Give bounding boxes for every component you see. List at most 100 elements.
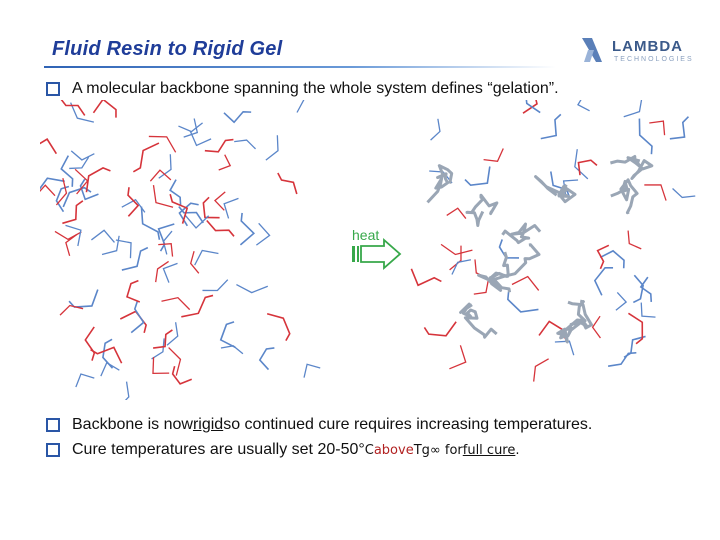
hardener-molecule (148, 135, 177, 153)
hardener-molecule (296, 100, 305, 113)
resin-monomer (627, 312, 644, 345)
resin-monomer (410, 268, 442, 287)
polymer-backbone-chain (610, 155, 654, 180)
resin-monomer (181, 294, 214, 318)
resin-monomer (204, 138, 234, 153)
hardener-molecule (223, 197, 239, 219)
resin-monomer (638, 118, 653, 155)
hardener-molecule (161, 296, 191, 311)
hardener-molecule (168, 347, 182, 376)
bullet-gelation: A molecular backbone spanning the whole … (46, 80, 559, 98)
polymer-backbone-chain (566, 300, 593, 338)
resin-monomer (84, 326, 96, 361)
polymer-backbone-chain (501, 222, 542, 245)
resin-monomer (577, 159, 598, 176)
resin-monomer (277, 172, 298, 195)
bullet-rigid: Backbone is now rigid so continued cure … (46, 416, 592, 434)
monomer-field-left (40, 100, 321, 400)
polymer-backbone-chain (459, 302, 498, 339)
resin-monomer (607, 351, 637, 368)
resin-monomer (130, 301, 145, 334)
resin-monomer (423, 321, 457, 337)
hardener-molecule (451, 259, 472, 275)
logo-subtext: TECHNOLOGIES (614, 56, 694, 63)
bullet-cure-temp: Cure temperatures are usually set 20-50°… (46, 441, 520, 459)
hardener-molecule (627, 230, 642, 250)
resin-monomer (119, 310, 147, 333)
hardener-molecule (183, 118, 199, 138)
hardener-molecule (644, 184, 667, 201)
resin-monomer (85, 166, 111, 193)
hardener-molecule (672, 188, 696, 199)
hardener-molecule (152, 185, 174, 208)
resin-monomer (522, 100, 538, 114)
resin-monomer (60, 155, 74, 187)
hardener-molecule (218, 154, 232, 171)
bullet-rigid-text-a: Backbone is now (72, 416, 193, 433)
hardener-molecule (220, 345, 244, 355)
hardener-molecule (162, 262, 178, 283)
hardener-molecule (162, 230, 173, 255)
gelation-figure: heat (40, 100, 696, 400)
hardener-molecule (178, 122, 203, 133)
hardener-molecule (623, 100, 643, 118)
polymer-backbone-chain (556, 299, 587, 344)
resin-monomer (126, 279, 141, 303)
hardener-molecule (155, 260, 169, 283)
resin-monomer (68, 289, 99, 308)
hardener-molecule (121, 198, 146, 213)
resin-monomer (102, 338, 114, 369)
hardener-molecule (91, 229, 115, 243)
bullet-rigid-text-u: rigid (192, 416, 224, 433)
hardener-molecule (70, 102, 95, 123)
resin-monomer (178, 206, 204, 224)
hardener-molecule (446, 207, 467, 219)
title-underline (44, 66, 556, 68)
hardener-molecule (449, 345, 467, 370)
hardener-molecule (577, 100, 590, 112)
resin-monomer (140, 206, 161, 240)
slide-title: Fluid Resin to Rigid Gel (52, 38, 283, 60)
hardener-molecule (124, 381, 130, 400)
resin-monomer (623, 335, 646, 358)
hardener-molecule (115, 239, 132, 259)
hardener-molecule (640, 302, 656, 318)
resin-monomer (498, 239, 520, 259)
hardener-molecule (202, 279, 229, 292)
hardener-molecule (40, 184, 56, 197)
hardener-molecule (234, 139, 257, 150)
hardener-molecule (511, 275, 540, 291)
bullet-cure-end: . (515, 442, 520, 458)
hardener-molecule (649, 120, 666, 136)
resin-monomer (464, 166, 491, 187)
resin-monomer (79, 178, 99, 201)
bullet-rigid-text-b: so continued cure requires increasing te… (223, 416, 593, 433)
resin-monomer (169, 179, 182, 206)
hardener-molecule (483, 148, 504, 163)
resin-monomer (550, 171, 571, 198)
hardener-molecule (440, 243, 473, 256)
bullet-cure-text-a: Cure temperatures are usually set 20-50° (72, 441, 365, 458)
resin-monomer (157, 223, 175, 252)
resin-monomer (206, 219, 235, 237)
bullet-cure-tg: Tg∞ for (413, 442, 463, 458)
hardener-molecule (430, 118, 441, 141)
resin-monomer (127, 187, 140, 217)
hardener-molecule (615, 291, 628, 311)
resin-monomer (266, 312, 291, 342)
hardener-molecule (236, 284, 269, 294)
resin-monomer (92, 100, 117, 118)
hardener-molecule (189, 251, 200, 274)
resin-monomer (669, 116, 690, 140)
resin-monomer (540, 113, 562, 140)
hardener-molecule (533, 358, 549, 382)
resin-monomer (258, 347, 275, 371)
resin-monomer (90, 346, 123, 364)
hardener-molecule (303, 363, 321, 378)
hardener-molecule (189, 130, 212, 147)
hardener-molecule (59, 304, 84, 316)
hardener-molecule (194, 249, 219, 266)
hardener-molecule (574, 149, 589, 180)
hardener-molecule (75, 373, 95, 388)
bullet-cure-full: full cure (462, 442, 516, 458)
